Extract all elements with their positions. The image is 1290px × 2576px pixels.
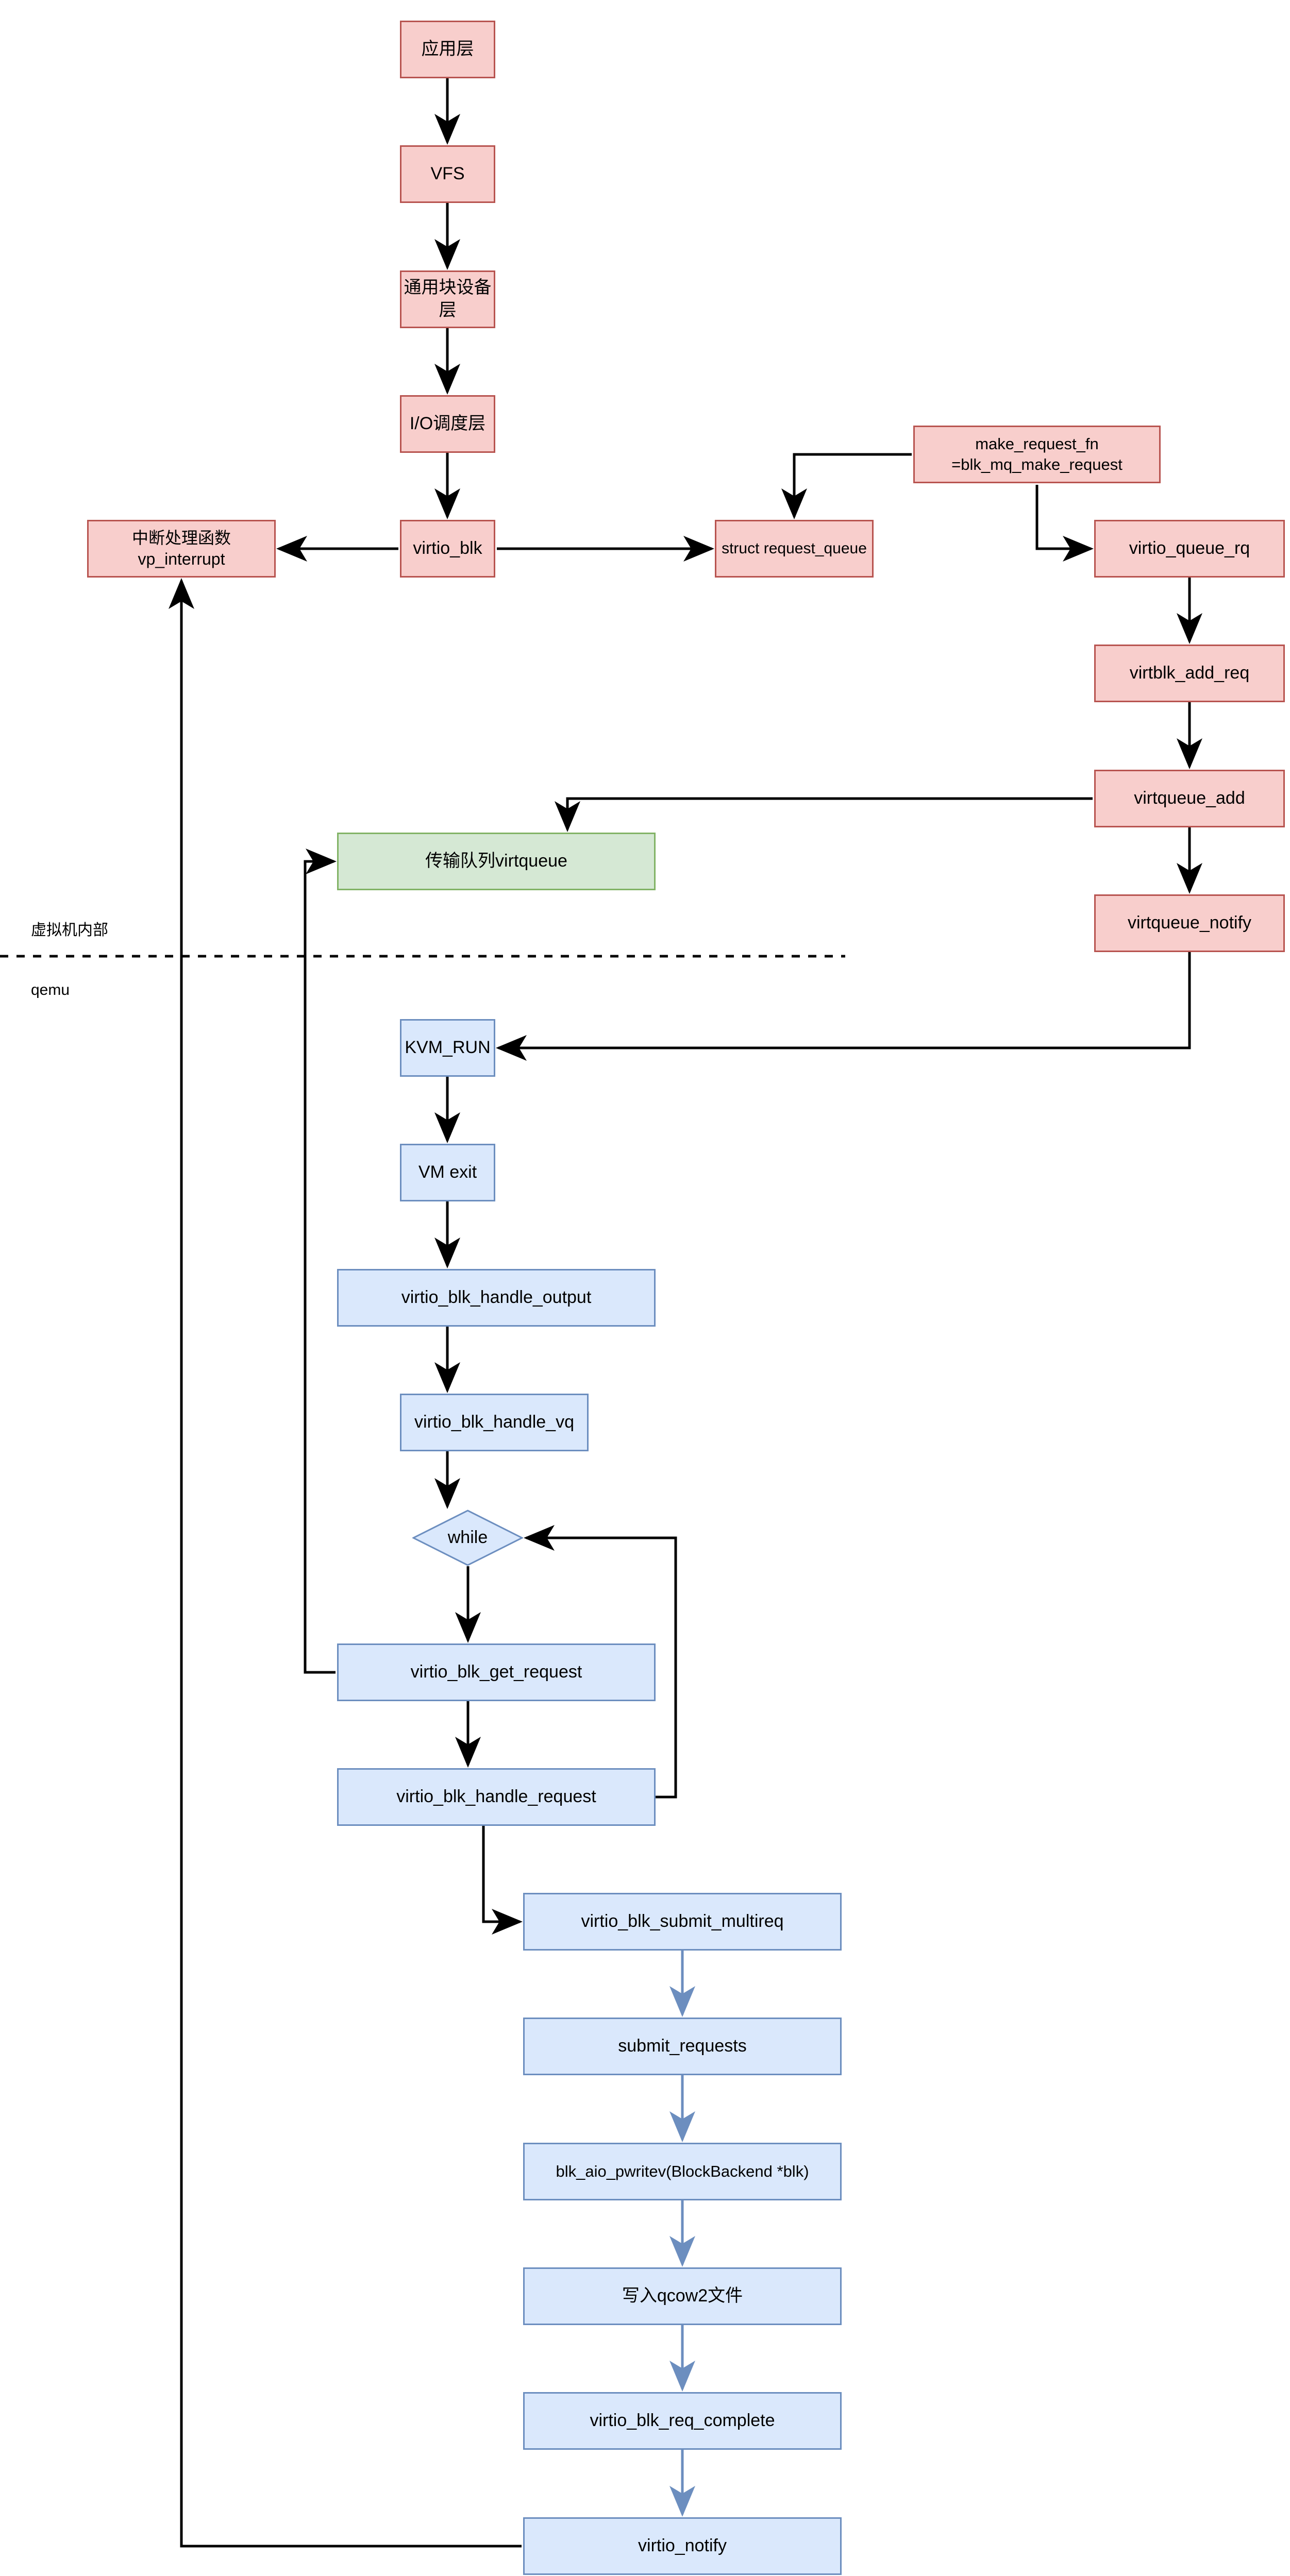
node-virtio-blk-get-request[interactable]: virtio_blk_get_request <box>337 1643 656 1701</box>
edge-handlerequest-to-while <box>524 1525 677 1799</box>
node-virtio-blk-handle-output[interactable]: virtio_blk_handle_output <box>337 1269 656 1327</box>
edge-getrequest-to-transportvq <box>304 849 337 1674</box>
node-while-loop[interactable]: while <box>412 1510 523 1566</box>
zone-label-qemu: qemu <box>31 981 70 998</box>
node-virtio-blk-submit-multireq[interactable]: virtio_blk_submit_multireq <box>523 1893 842 1951</box>
node-app-layer[interactable]: 应用层 <box>400 21 495 78</box>
node-virtblk-add-req[interactable]: virtblk_add_req <box>1094 645 1285 702</box>
node-virtio-blk[interactable]: virtio_blk <box>400 520 495 578</box>
node-virtio-blk-handle-vq[interactable]: virtio_blk_handle_vq <box>400 1394 589 1451</box>
edge-makerequestfn-to-virtioqueuerq <box>1035 485 1094 562</box>
node-virtio-blk-handle-request[interactable]: virtio_blk_handle_request <box>337 1768 656 1826</box>
edge-virtqueueadd-to-transportvq <box>555 797 1093 832</box>
edge-virtionotify-to-vpinterrupt <box>169 578 522 2548</box>
node-transport-virtqueue[interactable]: 传输队列virtqueue <box>337 833 656 890</box>
node-write-qcow2[interactable]: 写入qcow2文件 <box>523 2267 842 2325</box>
edge-virtqueuenotify-to-kvmrun <box>496 952 1191 1061</box>
node-struct-request-queue[interactable]: struct request_queue <box>715 520 874 578</box>
zone-label-vm-inside: 虚拟机内部 <box>31 922 108 939</box>
node-vfs[interactable]: VFS <box>400 145 495 203</box>
node-virtio-blk-req-complete[interactable]: virtio_blk_req_complete <box>523 2392 842 2450</box>
node-virtqueue-add[interactable]: virtqueue_add <box>1094 770 1285 827</box>
node-submit-requests[interactable]: submit_requests <box>523 2018 842 2075</box>
node-vp-interrupt[interactable]: 中断处理函数 vp_interrupt <box>87 520 276 578</box>
edge-makerequestfn-to-requestqueue <box>781 453 912 519</box>
node-blk-aio-pwritev[interactable]: blk_aio_pwritev(BlockBackend *blk) <box>523 2143 842 2200</box>
node-vm-exit[interactable]: VM exit <box>400 1144 495 1201</box>
node-generic-block-layer[interactable]: 通用块设备层 <box>400 270 495 328</box>
node-virtio-queue-rq[interactable]: virtio_queue_rq <box>1094 520 1285 578</box>
diamond-shape-icon <box>412 1510 523 1566</box>
node-make-request-fn[interactable]: make_request_fn =blk_mq_make_request <box>913 426 1161 483</box>
while-loop-label: while <box>447 1528 488 1548</box>
node-kvm-run[interactable]: KVM_RUN <box>400 1019 495 1077</box>
node-virtio-notify[interactable]: virtio_notify <box>523 2517 842 2575</box>
node-virtqueue-notify[interactable]: virtqueue_notify <box>1094 894 1285 952</box>
edge-handlerequest-to-submitmultireq <box>482 1826 523 1935</box>
node-io-scheduler-layer[interactable]: I/O调度层 <box>400 395 495 453</box>
